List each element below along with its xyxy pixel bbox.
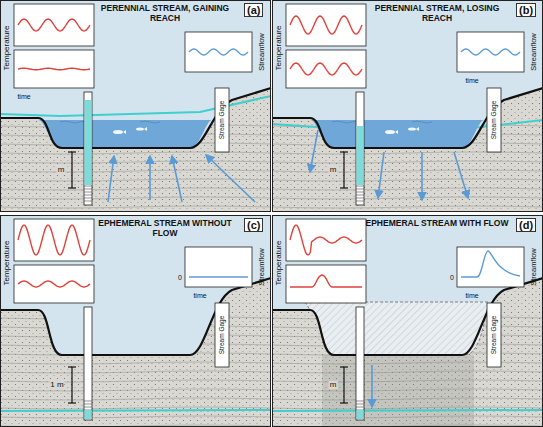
axis-label: Temperature — [3, 26, 11, 71]
panel-title: EPHEMERAL STREAM WITH FLOW — [364, 218, 510, 228]
axis-label: Streamflow — [258, 33, 266, 71]
axis-label: Streamflow — [530, 248, 538, 286]
axis-label: Temperature — [275, 26, 283, 71]
scale-label: m — [57, 166, 66, 174]
axis-label: time — [193, 292, 206, 299]
gage-label: Stream Gage — [219, 316, 226, 355]
axis-label: time — [465, 77, 478, 84]
panel: PERENNIAL STREAM, LOSING REACH (b) — [272, 0, 543, 212]
scale-label: m — [329, 381, 338, 389]
panel-letter: (b) — [516, 3, 536, 17]
panel: EPHEMERAL STREAM WITH FLOW (d) — [272, 215, 543, 427]
panel-letter: (d) — [516, 218, 536, 232]
panel-letter: (a) — [244, 3, 263, 17]
gage-label: Stream Gage — [491, 101, 498, 140]
axis-label: time — [465, 292, 478, 299]
axis-label: Temperature — [275, 241, 283, 286]
axis-zero: 0 — [178, 274, 182, 281]
gage-label: Stream Gage — [491, 316, 498, 355]
axis-zero: 0 — [450, 274, 454, 281]
axis-label: time — [17, 93, 30, 100]
axis-label: Streamflow — [530, 33, 538, 71]
scale-label: m — [329, 166, 338, 174]
panel-letter: (c) — [244, 218, 263, 232]
panel: PERENNIAL STREAM, GAINING REACH (a) — [0, 0, 271, 212]
panel: EPHEMERAL STREAM WITHOUT FLOW (c) — [0, 215, 271, 427]
scale-label: 1 m — [49, 381, 64, 389]
axis-label: Temperature — [3, 241, 11, 286]
panel-title: PERENNIAL STREAM, LOSING REACH — [364, 3, 510, 23]
gage-label: Stream Gage — [219, 101, 226, 140]
panel-title: PERENNIAL STREAM, GAINING REACH — [92, 3, 238, 23]
panel-title: EPHEMERAL STREAM WITHOUT FLOW — [92, 218, 238, 238]
axis-label: Streamflow — [258, 248, 266, 286]
